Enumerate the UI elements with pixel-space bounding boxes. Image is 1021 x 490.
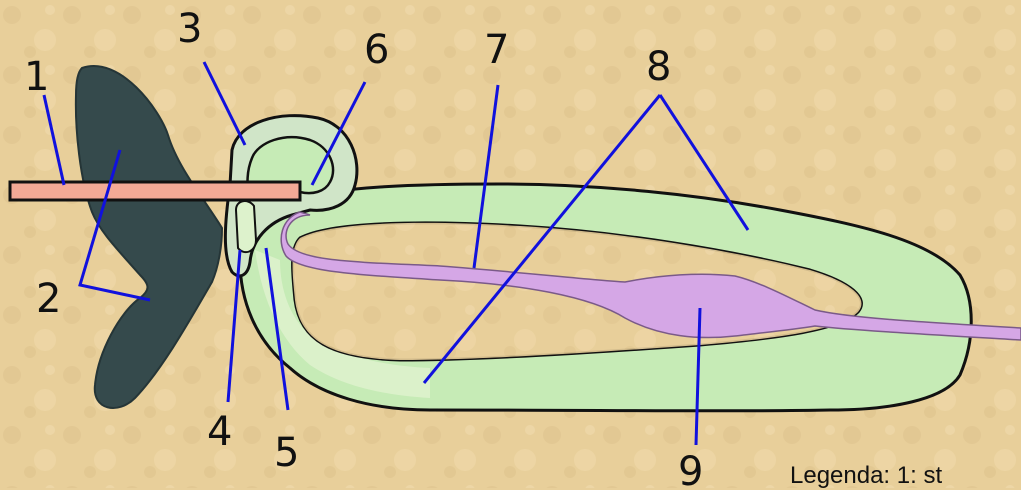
- leader-8b: [658, 94, 750, 231]
- leader-8a: [422, 94, 662, 384]
- leader-lines: [42, 61, 750, 446]
- number-labels: 1 2 3 4 5 6 7 8 9: [24, 6, 703, 488]
- purple-process: [280, 211, 1021, 341]
- label-5: 5: [274, 430, 299, 476]
- label-8: 8: [646, 44, 671, 90]
- label-4: 4: [207, 409, 232, 455]
- label-6: 6: [364, 27, 389, 73]
- leader-2: [78, 149, 151, 302]
- leader-7: [472, 84, 500, 269]
- label-2: 2: [36, 276, 61, 322]
- label-3: 3: [177, 6, 202, 52]
- capsule-light-region: [255, 250, 430, 398]
- pink-rod: [8, 180, 302, 202]
- legend-text: Legenda: 1: st: [790, 462, 943, 489]
- leader-4: [226, 249, 242, 403]
- label-7: 7: [484, 27, 509, 73]
- label-1: 1: [24, 54, 49, 100]
- leader-5: [264, 247, 290, 411]
- leader-9: [694, 307, 702, 446]
- leader-1: [42, 94, 66, 186]
- leader-6: [310, 81, 367, 186]
- small-pocket: [234, 200, 258, 254]
- label-9: 9: [678, 449, 703, 488]
- leader-3: [202, 61, 247, 146]
